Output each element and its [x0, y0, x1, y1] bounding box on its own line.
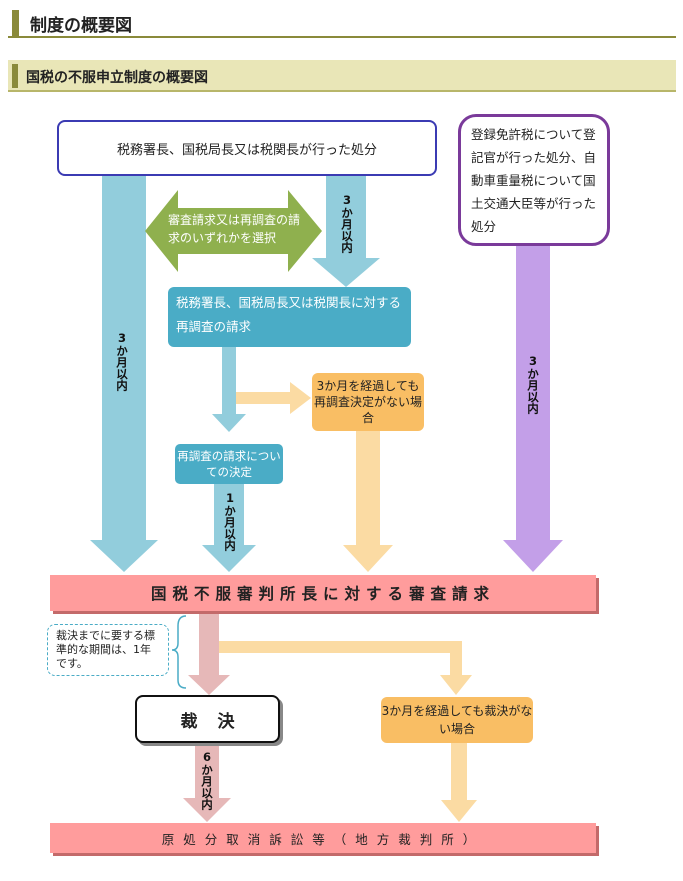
double-arrow-select	[145, 190, 322, 272]
standard-period-note: 裁決までに要する標準的な期間は、1年です。	[47, 624, 169, 676]
saiketsu-box: 裁決	[135, 695, 280, 743]
arrow-orange2-to-court	[441, 743, 477, 822]
arrow-to-saichosa	[312, 176, 380, 287]
arrow-saiketsu-to-court	[183, 743, 231, 822]
no-decision-box: 3か月を経過しても再調査決定がない場合	[312, 373, 424, 431]
page-title: 制度の概要図	[30, 16, 132, 36]
arrow-shinsa-to-saiketsu	[188, 611, 230, 695]
page-heading: 制度の概要図	[8, 8, 676, 38]
label-three-months-mid: 3か月以内	[340, 193, 354, 253]
note-bracket	[171, 615, 187, 689]
saichosa-decision-box: 再調査の請求についての決定	[175, 444, 283, 484]
label-three-months-right: 3か月以内	[526, 354, 540, 414]
arrow-decision-to-shinsa	[202, 484, 256, 572]
heading-accent-bar	[12, 10, 19, 36]
section-heading: 国税の不服申立制度の概要図	[8, 60, 676, 92]
label-one-month: 1か月以内	[223, 491, 237, 551]
shinsa-request-bar: 国税不服審判所長に対する審査請求	[50, 575, 596, 611]
arrow-left-to-shinsa	[90, 176, 158, 572]
label-three-months-left: 3か月以内	[115, 331, 129, 391]
arrow-orange-to-shinsa	[343, 431, 393, 572]
saichosa-request-box: 税務署長、国税局長又は税関長に対する再調査の請求	[168, 287, 411, 347]
arrow-to-orange-1	[236, 382, 311, 414]
registration-disposition-box: 登録免許税について登記官が行った処分、自動車重量税について国土交通大臣等が行った…	[458, 114, 610, 246]
label-six-months: 6か月以内	[200, 750, 214, 810]
section-accent-bar	[12, 64, 18, 88]
section-title: 国税の不服申立制度の概要図	[26, 70, 208, 86]
no-saiketsu-box: 3か月を経過しても裁決がない場合	[381, 697, 533, 743]
court-litigation-bar: 原処分取消訴訟等（地方裁判所）	[50, 823, 596, 853]
arrow-purple-to-shinsa	[503, 246, 563, 572]
double-arrow-label: 審査請求又は再調査の請求のいずれかを選択	[168, 213, 301, 245]
original-disposition-box: 税務署長、国税局長又は税関長が行った処分	[57, 120, 437, 176]
arrow-to-decision	[212, 347, 246, 432]
arrow-to-orange-2	[219, 641, 472, 695]
